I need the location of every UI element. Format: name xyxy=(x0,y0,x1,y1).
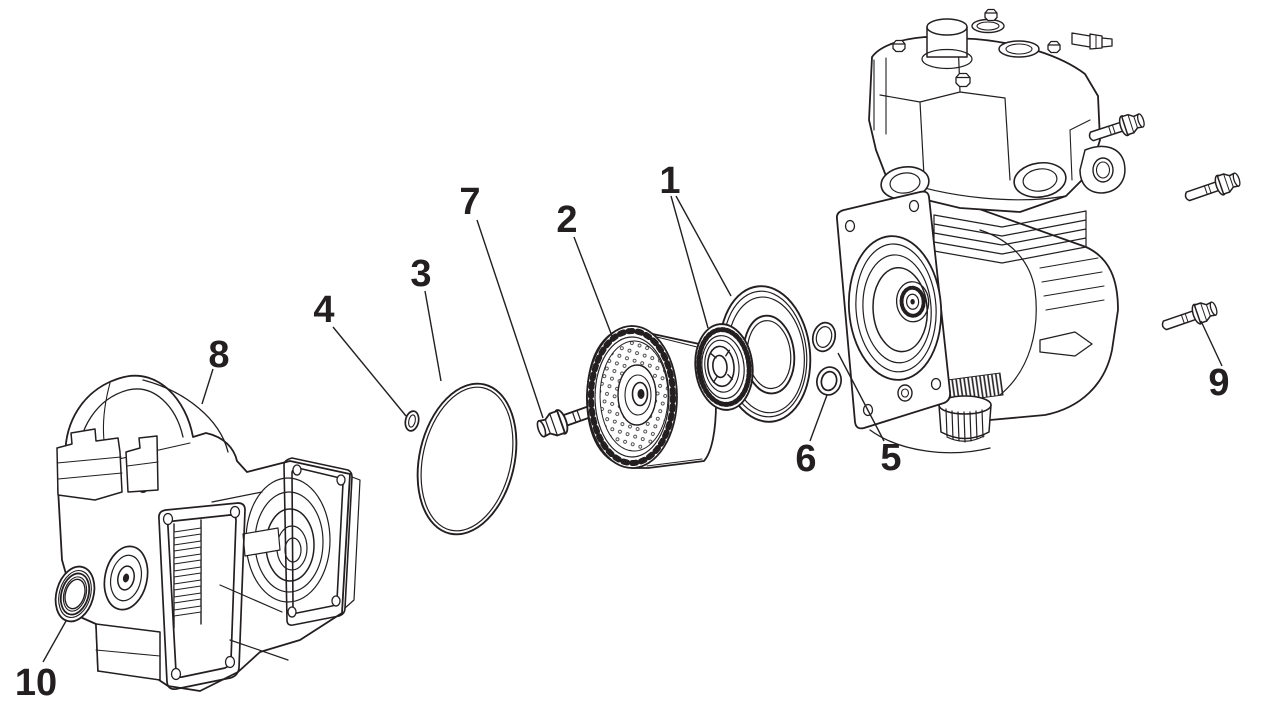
leader-line-3 xyxy=(424,290,442,382)
leader-line-2 xyxy=(573,236,613,337)
leader-line-4 xyxy=(332,326,407,417)
callout-2: 2 xyxy=(556,199,577,241)
leader-line-7 xyxy=(476,219,544,419)
part-5-ring-drawing xyxy=(811,321,837,353)
callout-4: 4 xyxy=(313,289,334,331)
cooling-fins xyxy=(933,210,1087,264)
leader-line-5 xyxy=(837,352,885,442)
leader-line-8 xyxy=(201,368,214,405)
callout-9: 9 xyxy=(1208,362,1229,404)
leader-line-10 xyxy=(42,620,67,663)
callout-5: 5 xyxy=(880,437,901,479)
part-8-gear-housing-drawing xyxy=(56,374,361,692)
head-bolt-icons xyxy=(892,8,1061,88)
callout-1: 1 xyxy=(659,160,680,202)
leader-line-1a xyxy=(675,195,732,297)
part-10-seal-ring-drawing xyxy=(54,565,96,623)
callout-7: 7 xyxy=(459,181,480,223)
callout-6: 6 xyxy=(795,438,816,480)
callout-10: 10 xyxy=(15,662,57,704)
callout-8: 8 xyxy=(208,334,229,376)
leader-lines xyxy=(42,195,1223,663)
compressor-body-drawing xyxy=(835,8,1126,454)
leader-line-9 xyxy=(1200,320,1223,367)
part-6-ring-drawing xyxy=(816,366,842,396)
callout-3: 3 xyxy=(410,253,431,295)
callout-labels: 1 2 3 4 5 6 7 8 9 10 xyxy=(15,160,1230,704)
part-2-pulley-drawing xyxy=(586,325,717,469)
part-1-clutch-assembly-drawing xyxy=(694,285,812,423)
leader-line-1b xyxy=(670,195,709,329)
leader-line-6 xyxy=(809,394,828,442)
part-4-small-o-ring-drawing xyxy=(404,410,420,432)
part-3-o-ring-drawing xyxy=(416,382,518,536)
